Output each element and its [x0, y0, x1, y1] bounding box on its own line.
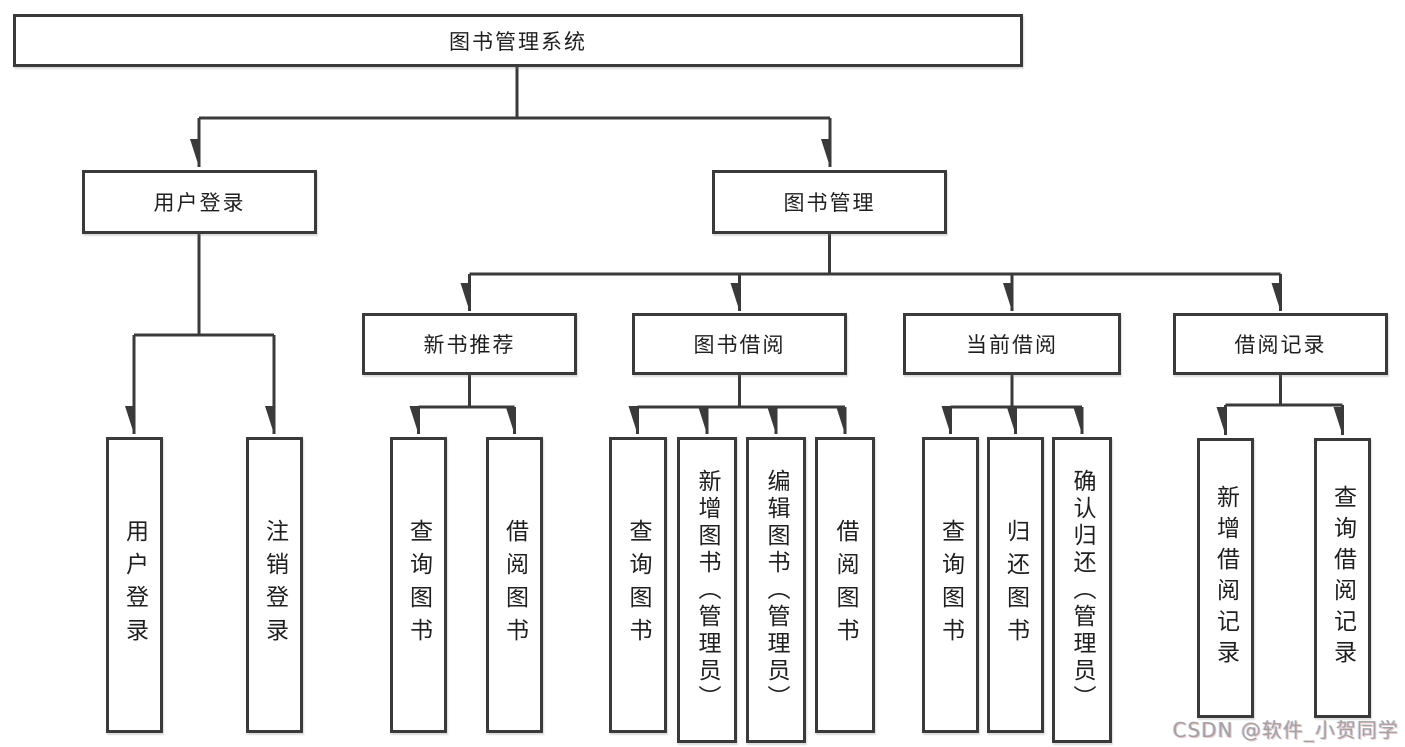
node-user-login-label: 用户登录 [153, 191, 246, 215]
node-book-borrowing-label: 图书借阅 [693, 333, 786, 357]
leaf-current-query: 查询图书 [922, 437, 979, 733]
node-user-login: 用户登录 [82, 170, 317, 234]
leaf-new-books-query: 查询图书 [390, 437, 447, 733]
leaf-borrowing-query-label: 查询图书 [625, 519, 651, 651]
leaf-user-login: 用户登录 [106, 437, 163, 733]
leaf-borrowing-query: 查询图书 [609, 437, 667, 733]
leaf-user-login-label: 用户登录 [121, 519, 148, 651]
leaf-current-return: 归还图书 [987, 437, 1044, 733]
leaf-logout-label: 注销登录 [261, 519, 288, 651]
leaf-current-confirm-admin: 确认归还（管理员） [1052, 437, 1112, 743]
node-new-books-label: 新书推荐 [423, 333, 516, 357]
node-current-borrowing: 当前借阅 [903, 313, 1121, 375]
leaf-records-add: 新增借阅记录 [1197, 438, 1254, 718]
leaf-borrowing-add-admin: 新增图书（管理员） [677, 437, 737, 743]
node-new-books: 新书推荐 [362, 313, 577, 375]
leaf-current-query-label: 查询图书 [937, 519, 964, 651]
leaf-current-return-label: 归还图书 [1002, 519, 1029, 651]
node-borrowing-records-label: 借阅记录 [1234, 333, 1327, 357]
leaf-borrowing-add-admin-label: 新增图书（管理员） [694, 468, 720, 712]
leaf-current-confirm-admin-label: 确认归还（管理员） [1069, 468, 1095, 712]
leaf-new-books-borrow-label: 借阅图书 [501, 519, 528, 651]
node-current-borrowing-label: 当前借阅 [966, 333, 1058, 357]
node-root: 图书管理系统 [13, 14, 1023, 67]
leaf-borrowing-edit-admin-label: 编辑图书（管理员） [763, 468, 789, 712]
leaf-new-books-query-label: 查询图书 [405, 519, 432, 651]
leaf-borrowing-borrow-label: 借阅图书 [832, 519, 858, 651]
leaf-records-add-label: 新增借阅记录 [1212, 485, 1239, 671]
leaf-new-books-borrow: 借阅图书 [486, 437, 543, 733]
node-book-management: 图书管理 [712, 170, 947, 234]
leaf-logout: 注销登录 [246, 437, 303, 733]
leaf-borrowing-edit-admin: 编辑图书（管理员） [746, 437, 806, 743]
leaf-records-query-label: 查询借阅记录 [1329, 485, 1356, 671]
node-book-borrowing: 图书借阅 [632, 313, 847, 375]
node-borrowing-records: 借阅记录 [1173, 313, 1388, 375]
leaf-records-query: 查询借阅记录 [1314, 438, 1371, 718]
node-root-label: 图书管理系统 [449, 29, 587, 54]
node-book-management-label: 图书管理 [783, 191, 876, 215]
csdn-watermark: CSDN @软件_小贺同学 [1172, 718, 1399, 742]
leaf-borrowing-borrow: 借阅图书 [815, 437, 875, 733]
